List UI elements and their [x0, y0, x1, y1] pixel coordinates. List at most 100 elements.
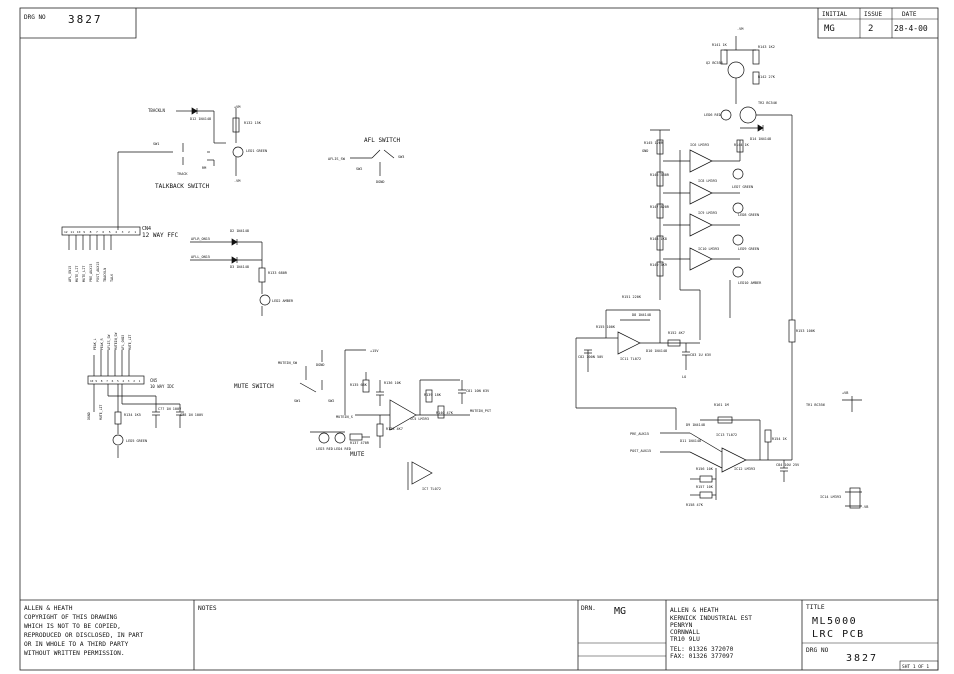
comp-ic8: IC8 LM393: [698, 179, 717, 183]
cn5-pin-number: 10: [90, 379, 94, 383]
cn5-pin-number: 7: [106, 379, 108, 383]
comp-r152: R152 4K7: [668, 331, 685, 335]
comp-c77: C77 1N 100V: [158, 407, 182, 411]
cn4-pin-number: 4: [115, 230, 117, 234]
comp-r146: R146 330R: [650, 173, 670, 177]
comp-led8: LED8 GREEN: [738, 213, 759, 217]
comp-r132: R132 15K: [244, 121, 262, 125]
cn4-pin-number: 1: [134, 230, 136, 234]
comp-r134: R134 1K5: [124, 413, 141, 417]
company-line-4: TR10 9LU: [670, 636, 700, 643]
cn4-net-name: MUTE_LIT: [75, 266, 79, 282]
cn5-net-name: PEAK_R: [100, 338, 104, 350]
comp-r149: R149 3K9: [650, 263, 667, 267]
comp-led2: LED2 AMBER: [272, 299, 294, 303]
comp-tr2: TR2 BC546: [758, 101, 777, 105]
comp-r148: R148 1K8: [650, 237, 667, 241]
label-vb: +VB: [842, 391, 848, 395]
comp-led7: LED7 GREEN: [732, 185, 753, 189]
comp-d11: D11 1N4148: [680, 439, 701, 443]
cn5-pin-number: 1: [139, 379, 141, 383]
label-tb-rm: RM: [202, 166, 206, 170]
comp-d14: D14 1N4148: [750, 137, 771, 141]
label-pre-aux: PRE_AUX15: [630, 432, 649, 436]
comp-r137: R137 470R: [350, 441, 370, 445]
company-line-2: PENRYN: [670, 622, 693, 629]
label-lo: LO: [682, 375, 686, 379]
comp-ic5: IC5 LM393: [410, 417, 429, 421]
cn4-pin-number: 7: [96, 230, 98, 234]
comp-r157: R157 10K: [696, 485, 714, 489]
comp-ic11: IC11 TL072: [620, 357, 641, 361]
cn4-net-name: MUTE_LIT: [82, 266, 86, 282]
comp-r142: R142 27K: [758, 75, 776, 79]
cn5-net-name: AFLIS_SW: [107, 335, 111, 350]
comp-r140: R140 47K: [436, 411, 454, 415]
label-afl-on1: AFLL_ON15: [191, 255, 210, 259]
label-mutein-sw: MUTEIN_SW: [278, 361, 298, 365]
comp-r155: R155 100K: [596, 325, 616, 329]
label-afl-dgnd: DGND: [376, 180, 384, 184]
comp-d10: D10 1N4148: [646, 349, 667, 353]
comp-r145: R145 120R: [644, 141, 664, 145]
comp-ic12: IC12 LM393: [734, 467, 755, 471]
sheet-number: SHT 1 OF 1: [902, 664, 929, 670]
comp-r151: R151 220K: [622, 295, 642, 299]
label-mute-sw2: SW2: [328, 399, 334, 403]
comp-r147: R147 820R: [650, 205, 670, 209]
label-minus-vm: -VM: [234, 179, 240, 183]
sheet-border: [19, 7, 939, 671]
comp-q2: Q2 BC556: [706, 61, 723, 65]
company-line-3: CORNWALL: [670, 629, 700, 636]
issue-box: INITIAL ISSUE DATE MG 2 28-4-00: [817, 8, 938, 39]
cn4-pin-number: 5: [109, 230, 111, 234]
cn5-pin-number: 9: [95, 379, 97, 383]
comp-led1: LED1 GREEN: [246, 149, 267, 153]
label-cn5: CN5: [150, 378, 158, 383]
comp-c83: C83 1U 63V: [690, 353, 712, 357]
cn5-pin-number: 8: [101, 379, 103, 383]
comp-r154: R154 1K: [772, 437, 788, 441]
comp-ic9: IC9 LM393: [698, 211, 717, 215]
comp-d2: D2 1N4148: [230, 229, 249, 233]
cn4-net-name: TBACKLN: [103, 268, 107, 282]
cn5-pin-number: 6: [112, 379, 114, 383]
bottom-drg-value: 3827: [846, 653, 878, 664]
company-line-0: ALLEN & HEATH: [670, 607, 719, 614]
label-cn4: CN4: [142, 226, 151, 232]
comp-r144: R144 1K: [734, 143, 750, 147]
label-ve: -VB: [862, 505, 868, 509]
comp-c84: C84 10U 25V: [776, 463, 800, 467]
comp-r138: R138 4K7: [386, 427, 403, 431]
comp-d12: D12 1N4148: [190, 117, 211, 121]
comp-c82: C82 100N 50V: [578, 355, 604, 359]
comp-led10: LED10 AMBER: [738, 281, 762, 285]
label-afls-sw: AFLIS_SW: [328, 157, 346, 161]
label-talkback-switch: TALKBACK SWITCH: [155, 183, 210, 190]
schematic-labels: TALKBACK SWITCH AFL SWITCH MUTE SWITCH M…: [142, 27, 868, 509]
comp-ic13: IC13 TL072: [716, 433, 737, 437]
cn4-net-name: TALK: [110, 273, 114, 282]
cn5-net-name: MUTEIN_SW: [114, 333, 118, 350]
drn-label: DRN.: [581, 605, 596, 612]
drg-number-box: DRG NO 3827: [20, 8, 137, 39]
label-way-ffc: 12 WAY FFC: [142, 232, 179, 239]
label-mute-switch: MUTE SWITCH: [234, 383, 274, 390]
label-tbackln: TBACKLN: [148, 108, 165, 113]
cn4-pin-number: 9: [83, 230, 85, 234]
initial-value: MG: [824, 24, 835, 34]
label-afl-sw3: SW3: [398, 155, 404, 159]
title-line-0: ML5000: [812, 616, 857, 627]
comp-r136: R136 10K: [384, 381, 402, 385]
label-afl-sw2: SW2: [356, 167, 362, 171]
comp-r158: R158 47K: [686, 503, 704, 507]
comp-r139: R139 18K: [424, 393, 442, 397]
label-tb-track: TRACK: [177, 172, 188, 176]
copyright-line-1: COPYRIGHT OF THIS DRAWING: [24, 614, 117, 621]
cn5-net-name: PEAK_L: [93, 338, 97, 350]
